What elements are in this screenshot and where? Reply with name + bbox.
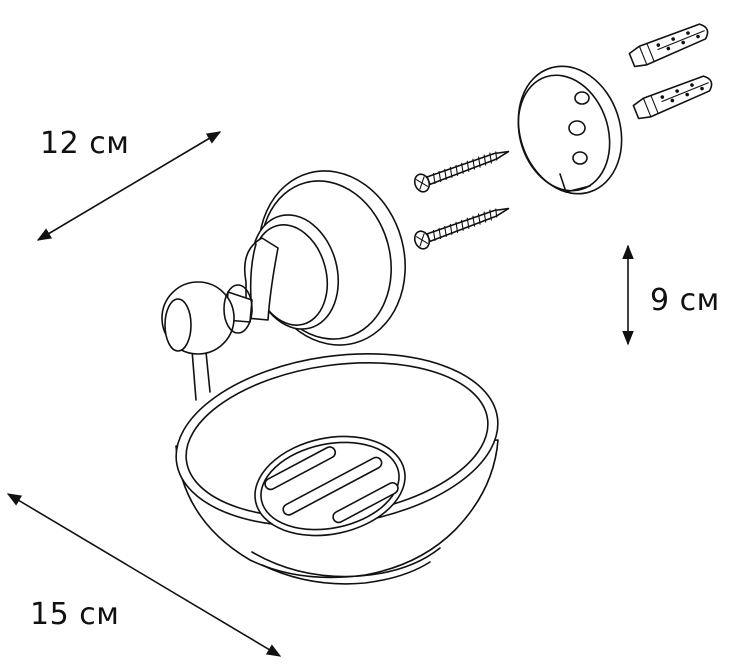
- screw-top: [413, 150, 510, 193]
- width-top-label: 12 см: [40, 126, 130, 161]
- soap-grid: [254, 435, 406, 537]
- holder-rosette: [243, 170, 406, 346]
- holder-ball-joint: [161, 281, 253, 401]
- mounting-plate: [517, 65, 623, 195]
- screw-bottom: [413, 207, 510, 250]
- wall-anchor-bottom: [632, 75, 713, 120]
- wall-anchor-top: [628, 23, 709, 68]
- width-top-arrow: [36, 131, 222, 241]
- width-bottom-label: 15 см: [30, 597, 120, 632]
- width-bottom-arrow: [6, 493, 282, 657]
- height-label: 9 см: [650, 283, 720, 318]
